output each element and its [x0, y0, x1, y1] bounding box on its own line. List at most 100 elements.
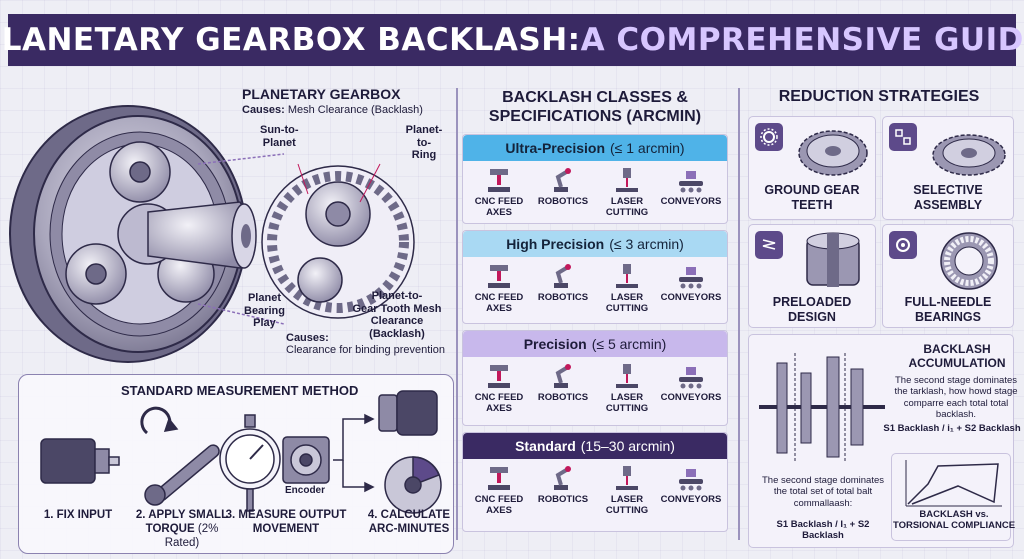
torsion-card: BACKLASH vs. TORSIONAL COMPLIANCE	[891, 453, 1015, 541]
robot-arm-icon	[554, 466, 571, 490]
app-conveyors: CONVEYORS	[660, 165, 722, 219]
gearbox-heading: PLANETARY GEARBOX	[242, 86, 401, 102]
class-standard-name: Standard	[515, 438, 576, 454]
gear-icon	[755, 123, 783, 151]
class-ultra-precision-name: Ultra-Precision	[505, 140, 605, 156]
class-ultra-precision-spec: (≤ 1 arcmin)	[610, 140, 685, 156]
gearbox-causes2: Causes: Clearance for binding prevention	[286, 332, 445, 356]
title-sub: A COMPREHENSIVE GUIDE	[580, 22, 1024, 58]
cnc-icon	[488, 169, 510, 192]
class-standard: Standard(15–30 arcmin) CNC FEED AXES ROB…	[462, 432, 728, 532]
app-conveyors-label: CONVEYORS	[660, 196, 722, 207]
laser-icon	[616, 168, 638, 192]
label-gear-tooth-mesh: Planet-to- Gear Tooth Mesh Clearance (Ba…	[352, 290, 442, 340]
laser-icon	[616, 364, 638, 388]
torque-wrench-icon	[140, 406, 220, 506]
app-robotics-label: ROBOTICS	[537, 392, 589, 403]
conveyor-icon	[679, 469, 703, 491]
classes-panel: BACKLASH CLASSES & SPECIFICATIONS (ARCMI…	[456, 76, 734, 554]
step-1-label: 1. FIX INPUT	[33, 509, 123, 523]
app-laser: LASER CUTTING	[596, 261, 658, 315]
strategy-selective-assembly-label: SELECTIVE ASSEMBLY	[913, 183, 983, 212]
accumulation-text-2: The second stage dominates the total set…	[762, 475, 884, 509]
gearbox-causes2-label: Causes:	[286, 332, 329, 344]
dial-gauge-icon	[219, 414, 281, 512]
robot-arm-icon	[554, 364, 571, 388]
app-laser: LASER CUTTING	[596, 361, 658, 415]
app-laser-label: LASER CUTTING	[605, 392, 649, 414]
class-precision-name: Precision	[523, 336, 587, 352]
bearing-icon	[889, 231, 917, 259]
backlash-accumulation-card: BACKLASH ACCUMULATION The second stage d…	[748, 334, 1021, 548]
motor-icon	[40, 438, 120, 484]
app-cnc: CNC FEED AXES	[468, 261, 530, 315]
conveyor-icon	[679, 267, 703, 289]
spring-icon	[755, 231, 783, 259]
needle-bearing-illustration	[940, 232, 998, 290]
branch-arrows	[333, 413, 375, 493]
step-2-sub: (2% Rated)	[164, 522, 219, 549]
app-conveyors-label: CONVEYORS	[660, 392, 722, 403]
torsion-graph	[905, 460, 1002, 507]
accumulation-formula: S1 Backlash / i₁ + S2 Backlash	[883, 423, 1021, 434]
app-conveyors-label: CONVEYORS	[660, 494, 722, 505]
selective-assembly-illustration	[932, 134, 1006, 176]
planet-gears	[65, 141, 215, 305]
app-cnc-label: CNC FEED AXES	[474, 196, 524, 218]
class-high-precision-name: High Precision	[506, 236, 605, 252]
cnc-icon	[488, 265, 510, 288]
gearbox-causes-text: Mesh Clearance (Backlash)	[284, 104, 423, 116]
class-high-precision-spec: (≤ 3 arcmin)	[609, 236, 684, 252]
two-stage-gearbox-illustration	[759, 353, 885, 463]
conveyor-icon	[679, 171, 703, 193]
planetary-gearbox-illustration	[9, 105, 415, 363]
app-robotics-label: ROBOTICS	[537, 494, 589, 505]
conveyor-icon	[679, 367, 703, 389]
measurement-box: STANDARD MEASUREMENT METHOD	[18, 374, 454, 554]
app-laser: LASER CUTTING	[596, 165, 658, 219]
app-cnc: CNC FEED AXES	[468, 361, 530, 415]
ground-gear-illustration	[798, 130, 868, 176]
torsion-label: BACKLASH vs. TORSIONAL COMPLIANCE	[892, 509, 1016, 531]
divider-left	[456, 88, 458, 540]
laser-icon	[616, 466, 638, 490]
gearbox-causes-label: Causes:	[242, 104, 285, 116]
strategies-title: REDUCTION STRATEGIES	[778, 88, 980, 105]
page-title: PLANETARY GEARBOX BACKLASH: A COMPREHENS…	[0, 14, 1024, 66]
app-cnc-label: CNC FEED AXES	[474, 392, 524, 414]
app-laser-label: LASER CUTTING	[605, 494, 649, 516]
app-conveyors: CONVEYORS	[660, 361, 722, 415]
app-cnc-label: CNC FEED AXES	[474, 292, 524, 314]
class-standard-spec: (15–30 arcmin)	[580, 438, 675, 454]
strategy-full-needle-bearings: FULL-NEEDLE BEARINGS	[882, 224, 1014, 328]
class-precision-spec: (≤ 5 arcmin)	[591, 336, 667, 352]
encoder-icon	[282, 436, 330, 484]
title-main: PLANETARY GEARBOX BACKLASH:	[0, 22, 581, 58]
output-motor-icon	[378, 390, 438, 436]
app-cnc-label: CNC FEED AXES	[474, 494, 524, 516]
app-robotics-label: ROBOTICS	[537, 196, 589, 207]
class-standard-head: Standard(15–30 arcmin)	[463, 433, 727, 459]
robot-arm-icon	[554, 168, 571, 192]
gearbox-causes2-text: Clearance for binding prevention	[286, 344, 445, 356]
cnc-icon	[488, 365, 510, 388]
encoder-label: Encoder	[285, 485, 326, 496]
app-robotics: ROBOTICS	[532, 361, 594, 415]
class-high-precision: High Precision(≤ 3 arcmin) CNC FEED AXES…	[462, 230, 728, 324]
strategy-ground-gear-teeth-label: GROUND GEAR TEETH	[764, 183, 860, 212]
gearbox-causes: Causes: Mesh Clearance (Backlash)	[242, 104, 423, 116]
accumulation-formula-2: S1 Backlash / I₁ + S2 Backlash	[776, 519, 870, 541]
step-3-label: 3. MEASURE OUTPUT MOVEMENT	[225, 509, 347, 535]
label-planet-to-ring: Planet-to- Ring	[405, 124, 443, 162]
app-laser-label: LASER CUTTING	[605, 196, 649, 218]
strategy-preloaded-design-label: PRELOADED DESIGN	[772, 295, 852, 324]
classes-title: BACKLASH CLASSES & SPECIFICATIONS (ARCMI…	[488, 89, 702, 126]
app-laser-label: LASER CUTTING	[605, 292, 649, 314]
class-high-precision-head: High Precision(≤ 3 arcmin)	[463, 231, 727, 257]
preloaded-illustration	[806, 232, 860, 287]
app-robotics: ROBOTICS	[532, 165, 594, 219]
step-1-text: 1. FIX INPUT	[43, 509, 113, 521]
step-4-label: 4. CALCULATE ARC-MINUTES	[367, 509, 451, 535]
app-cnc: CNC FEED AXES	[468, 463, 530, 517]
arc-disk-icon	[384, 456, 442, 514]
